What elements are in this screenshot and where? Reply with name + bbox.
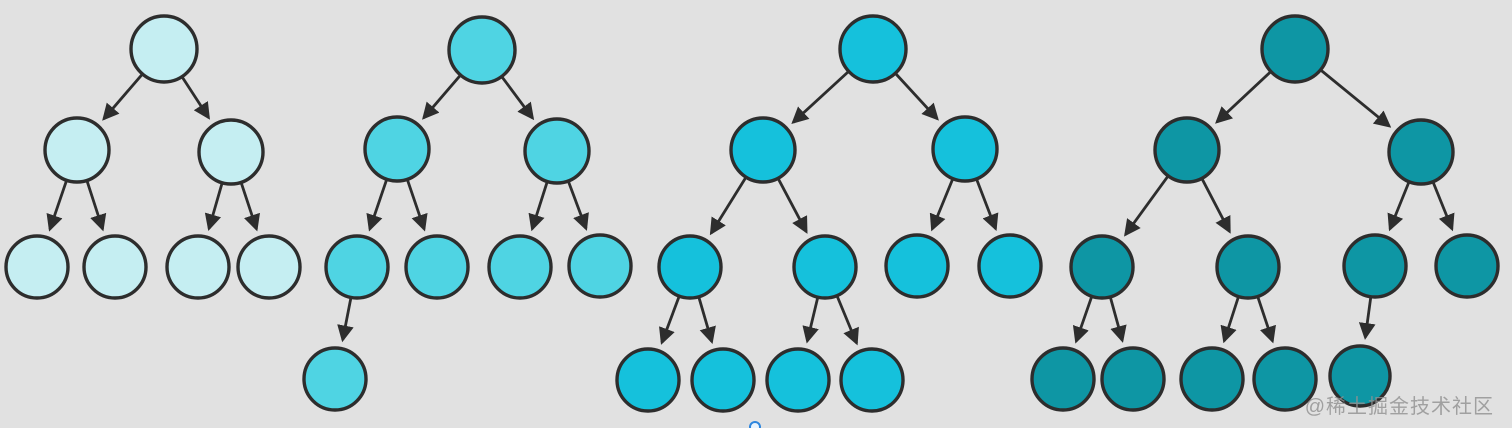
edge-arrow (1109, 297, 1127, 343)
edge-arrow (929, 178, 954, 232)
edge-arrow (422, 74, 461, 120)
tree-node (197, 118, 265, 186)
tree-node (487, 234, 553, 300)
edge-arrow (777, 178, 808, 234)
tree-node (1215, 234, 1281, 300)
tree-node (1328, 344, 1392, 408)
edge-arrow (46, 180, 68, 232)
tree-node (1387, 118, 1455, 186)
edge-arrow (697, 297, 716, 345)
tree-node (82, 234, 148, 300)
edge-arrow (85, 180, 107, 232)
tree-node (324, 234, 390, 300)
edge-arrow (791, 70, 849, 125)
edge-arrow (836, 295, 859, 346)
edge-arrow (1215, 71, 1272, 124)
edge-arrow (102, 73, 143, 121)
edge-arrow (366, 179, 388, 232)
tree-node (839, 347, 905, 413)
tree-node (1179, 346, 1245, 412)
tree-node (447, 15, 517, 85)
tree-node (1153, 116, 1221, 184)
tree-node (657, 234, 723, 300)
edge-arrow (1387, 182, 1410, 232)
tree-node (43, 116, 111, 184)
tree-node (792, 234, 858, 300)
tree-node (404, 234, 470, 300)
blue-circle-glyph-icon (749, 421, 761, 428)
edge-arrow (802, 297, 819, 344)
edge-arrow (528, 181, 549, 232)
edge-arrow (1072, 296, 1093, 344)
edge-arrow (1220, 297, 1240, 344)
edge-arrow (1256, 296, 1276, 344)
edge-arrow (337, 298, 354, 343)
tree-node (615, 347, 681, 413)
edge-arrow (975, 179, 999, 232)
tree-node (1030, 346, 1096, 412)
tree-1 (4, 14, 302, 300)
edge-arrow (1432, 182, 1455, 232)
tree-node (4, 234, 70, 300)
tree-node (523, 117, 591, 185)
tree-3 (615, 14, 1043, 413)
edge-arrow (204, 183, 224, 232)
edge-arrow (894, 73, 939, 121)
tree-node (1100, 346, 1166, 412)
edge-arrow (181, 76, 210, 120)
tree-node (765, 347, 831, 413)
edge-arrow (1201, 178, 1231, 234)
edge-arrow (567, 181, 589, 231)
edge-arrow (1358, 297, 1376, 340)
tree-node (1260, 14, 1330, 84)
tree-node (1434, 233, 1500, 299)
edge-arrow (659, 296, 681, 345)
edge-arrow (709, 177, 747, 236)
tree-node (567, 233, 633, 299)
tree-node (302, 346, 368, 412)
tree-4 (1030, 14, 1500, 412)
tree-node (690, 347, 756, 413)
tree-node (165, 234, 231, 300)
tree-node (729, 116, 797, 184)
tree-node (931, 115, 999, 183)
tree-node (1342, 233, 1408, 299)
edge-arrow (1320, 69, 1392, 128)
edge-arrow (240, 182, 260, 232)
tree-node (236, 234, 302, 300)
tree-2 (302, 15, 633, 412)
tree-node (363, 115, 431, 183)
tree-node (838, 14, 908, 84)
edge-arrow (1124, 175, 1169, 237)
tree-node (1069, 234, 1135, 300)
tree-node (129, 14, 199, 84)
edge-arrow (406, 179, 428, 232)
tree-node (977, 233, 1043, 299)
tree-node (884, 233, 950, 299)
edge-arrow (501, 76, 535, 121)
watermark: @稀土掘金技术社区 (1304, 396, 1494, 418)
tree-node (1252, 346, 1318, 412)
